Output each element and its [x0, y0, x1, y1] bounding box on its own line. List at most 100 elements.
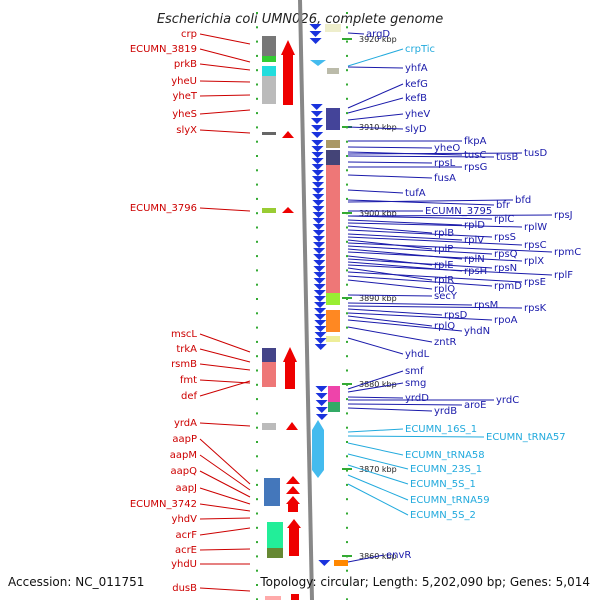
gene-label-yrdc[interactable]: yrdC: [496, 395, 519, 406]
gene-label-rplx[interactable]: rplX: [524, 256, 544, 267]
down-arrow: [310, 111, 323, 117]
gene-label-rpsm[interactable]: rpsM: [474, 300, 498, 311]
gene-label-rplv[interactable]: rplV: [464, 235, 484, 246]
gene-label-dusb[interactable]: dusB: [172, 583, 197, 594]
gene-label-rplc[interactable]: rplC: [494, 214, 514, 225]
gene-label-rplp[interactable]: rplP: [434, 244, 453, 255]
gene-label-def[interactable]: def: [181, 391, 198, 402]
gene-label-rpse[interactable]: rpsE: [524, 277, 546, 288]
gene-label-yhev[interactable]: yheV: [405, 109, 430, 120]
gene-label-yhet[interactable]: yheT: [172, 91, 197, 102]
gene-label-aroe[interactable]: aroE: [464, 400, 486, 411]
gene-label-smf[interactable]: smf: [405, 366, 424, 377]
gene-label-crp[interactable]: crp: [181, 29, 197, 40]
gene-label-ecumn-16s-1[interactable]: ECUMN_16S_1: [405, 424, 477, 435]
gene-label-ecumn-3795[interactable]: ECUMN_3795: [425, 206, 492, 217]
gene-label-tusd[interactable]: tusD: [524, 148, 547, 159]
gene-label-envr[interactable]: envR: [386, 550, 411, 561]
gene-label-rplr[interactable]: rplR: [434, 275, 454, 286]
gene-label-bfd[interactable]: bfd: [515, 195, 531, 206]
gene-label-rpld[interactable]: rplD: [464, 220, 485, 231]
gene-label-ecumn-trna57[interactable]: ECUMN_tRNA57: [486, 432, 566, 443]
gene-label-yhdl[interactable]: yhdL: [405, 349, 430, 360]
gene-label-slyx[interactable]: slyX: [176, 125, 197, 136]
gene-label-rpsl[interactable]: rpsL: [434, 158, 456, 169]
gene-label-prkb[interactable]: prkB: [174, 59, 197, 70]
gene-label-yhdv[interactable]: yhdV: [172, 514, 198, 525]
gene-label-rpsj[interactable]: rpsJ: [554, 210, 573, 221]
down-arrow: [312, 206, 325, 212]
gene-label-rplq[interactable]: rplQ: [434, 321, 455, 332]
gene-label-rplb[interactable]: rplB: [434, 228, 454, 239]
down-arrow: [318, 560, 331, 566]
gene-label-mscl[interactable]: mscL: [171, 329, 197, 340]
gene-label-ecumn-23s-1[interactable]: ECUMN_23S_1: [410, 464, 482, 475]
gene-label-smg[interactable]: smg: [405, 378, 426, 389]
gene-label-trka[interactable]: trkA: [176, 344, 197, 355]
gene-label-aapj[interactable]: aapJ: [175, 483, 197, 494]
leader-line-acrf: [199, 527, 251, 536]
gene-label-aapp[interactable]: aapP: [172, 434, 197, 445]
gene-label-yrda[interactable]: yrdA: [174, 418, 197, 429]
gene-label-slyd[interactable]: slyD: [405, 124, 427, 135]
gene-label-yrdd[interactable]: yrdD: [405, 393, 429, 404]
gene-label-kefg[interactable]: kefG: [405, 79, 428, 90]
gene-label-rpsk[interactable]: rpsK: [524, 303, 547, 314]
gene-label-argd[interactable]: argD: [366, 29, 390, 40]
gene-label-aapm[interactable]: aapM: [170, 450, 197, 461]
down-arrow: [311, 158, 324, 164]
leader-line-smf: [347, 370, 404, 390]
gene-label-fusa[interactable]: fusA: [434, 173, 456, 184]
gene-label-rpmd[interactable]: rpmD: [494, 281, 522, 292]
gene-label-aapq[interactable]: aapQ: [171, 466, 198, 477]
gene-label-fkpa[interactable]: fkpA: [464, 136, 487, 147]
gene-label-rpsn[interactable]: rpsN: [494, 263, 517, 274]
gene-label-tufa[interactable]: tufA: [405, 188, 426, 199]
right-strand-arrows: [309, 24, 331, 566]
gene-label-tusc[interactable]: tusC: [464, 150, 486, 161]
gene-label-ecumn-trna58[interactable]: ECUMN_tRNA58: [405, 450, 485, 461]
gene-label-fmt[interactable]: fmt: [180, 375, 197, 386]
gene-label-ecumn-5s-1[interactable]: ECUMN_5S_1: [410, 479, 476, 490]
gene-label-rpss[interactable]: rpsS: [494, 232, 516, 243]
gene-label-rpsc[interactable]: rpsC: [524, 240, 547, 251]
gene-label-rplo[interactable]: rplO: [434, 284, 455, 295]
leader-line-rpsm: [347, 302, 473, 306]
gene-label-yhfa[interactable]: yhfA: [405, 63, 428, 74]
gene-label-acre[interactable]: acrE: [175, 545, 197, 556]
gene-label-rsmb[interactable]: rsmB: [171, 359, 197, 370]
gene-label-yheu[interactable]: yheU: [171, 76, 197, 87]
gene-label-kefb[interactable]: kefB: [405, 93, 427, 104]
gene-label-rplw[interactable]: rplW: [524, 222, 547, 233]
gene-label-rpsd[interactable]: rpsD: [444, 310, 468, 321]
leader-line-tufa: [347, 189, 404, 194]
gene-label-zntr[interactable]: zntR: [434, 337, 457, 348]
gene-label-yhes[interactable]: yheS: [172, 109, 197, 120]
gene-label-rpsh[interactable]: rpsH: [464, 266, 487, 277]
gene-label-ecumn-5s-2[interactable]: ECUMN_5S_2: [410, 510, 476, 521]
gene-label-rpln[interactable]: rplN: [464, 254, 485, 265]
gene-label-yhdn[interactable]: yhdN: [464, 326, 490, 337]
gene-label-rpmc[interactable]: rpmC: [554, 247, 581, 258]
gene-label-crptic[interactable]: crpTic: [405, 44, 435, 55]
gene-label-ecumn-3742[interactable]: ECUMN_3742: [130, 499, 197, 510]
gene-label-acrf[interactable]: acrF: [176, 530, 198, 541]
gene-label-ecumn-trna59[interactable]: ECUMN_tRNA59: [410, 495, 490, 506]
gene-label-yhdu[interactable]: yhdU: [171, 559, 197, 570]
gene-label-rpsg[interactable]: rpsG: [464, 162, 487, 173]
gene-label-ecumn-3796[interactable]: ECUMN_3796: [130, 203, 197, 214]
leader-line-aapp: [199, 438, 251, 485]
gene-label-rpoa[interactable]: rpoA: [494, 315, 518, 326]
gene-label-bfr[interactable]: bfr: [496, 200, 511, 211]
gene-block-ecumn3796: [262, 208, 276, 213]
right-leader-lines: [347, 32, 553, 563]
gene-label-yrdb[interactable]: yrdB: [434, 406, 457, 417]
gene-label-rple[interactable]: rplE: [434, 260, 454, 271]
gene-label-rplf[interactable]: rplF: [554, 270, 573, 281]
gene-label-rpsq[interactable]: rpsQ: [494, 249, 518, 260]
gene-label-ecumn-3819[interactable]: ECUMN_3819: [130, 44, 197, 55]
gene-block-yrdd: [328, 402, 340, 412]
gene-label-secy[interactable]: secY: [434, 291, 458, 302]
gene-label-yheo[interactable]: yheO: [434, 143, 460, 154]
gene-label-tusb[interactable]: tusB: [496, 152, 518, 163]
